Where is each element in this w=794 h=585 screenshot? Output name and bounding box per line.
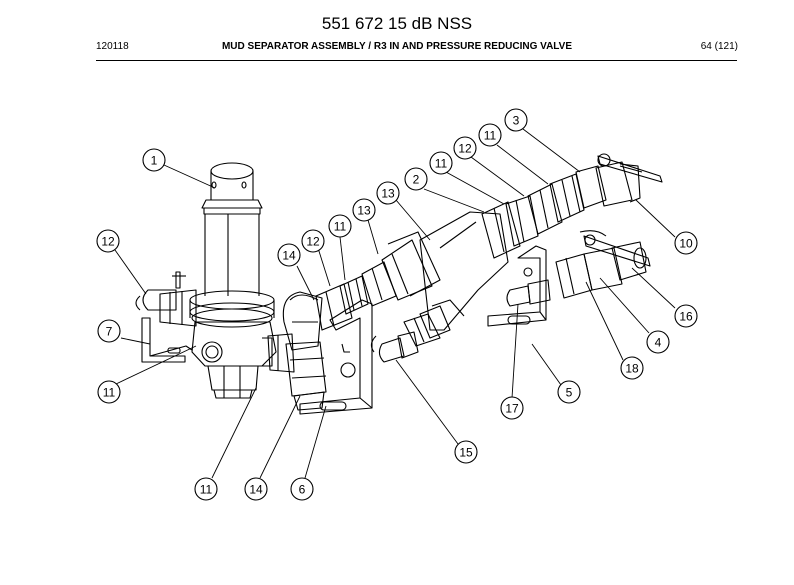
callout-circle: [328, 214, 352, 238]
callout-label: 14: [249, 482, 263, 496]
callout-circle: [454, 440, 478, 464]
callout-10: 10: [674, 231, 698, 255]
callout-circle: [277, 243, 301, 267]
callout-label: 5: [566, 385, 573, 399]
callout-18: 18: [620, 356, 644, 380]
page-title: 551 672 15 dB NSS: [321, 14, 473, 33]
callout-label: 16: [679, 309, 693, 323]
hose-nipple-15: [370, 331, 419, 363]
callout-circle: [674, 231, 698, 255]
callout-5: 5: [557, 380, 581, 404]
callout-13: 13: [352, 198, 376, 222]
callout-label: 12: [458, 141, 472, 155]
pipe-run-right: [481, 165, 607, 259]
ball-valve-top: [595, 153, 663, 207]
callout-3: 3: [504, 108, 528, 132]
callout-circle: [674, 304, 698, 328]
callout-circle: [500, 396, 524, 420]
callout-label: 11: [334, 219, 347, 233]
callout-circle: [290, 477, 314, 501]
ball-valve-lower: [555, 230, 651, 299]
callout-16: 16: [674, 304, 698, 328]
mud-separator-body: [403, 211, 509, 347]
callout-17: 17: [500, 396, 524, 420]
callout-label: 17: [505, 401, 519, 415]
callout-label: 18: [625, 361, 639, 375]
callout-11: 11: [478, 123, 502, 147]
callout-label: 12: [101, 234, 115, 248]
callout-circle: [376, 181, 400, 205]
callout-circle: [620, 356, 644, 380]
callout-1: 1: [142, 148, 166, 172]
callout-4: 4: [646, 330, 670, 354]
callout-15: 15: [454, 440, 478, 464]
callout-group: 1 12 7 11 11 14 6 14 12 11 13 13 2 11 12 11 3 10 16 4 18 5 17 1…: [96, 108, 698, 501]
callout-6: 6: [290, 477, 314, 501]
callout-14: 14: [277, 243, 301, 267]
callout-label: 13: [381, 186, 395, 200]
callout-7: 7: [97, 319, 121, 343]
callout-13: 13: [376, 181, 400, 205]
callout-2: 2: [404, 167, 428, 191]
elbow-fitting: [282, 291, 327, 411]
hose-nipple-17: [506, 279, 551, 307]
callout-label: 11: [200, 482, 213, 496]
callout-circle: [453, 136, 477, 160]
callout-circle: [646, 330, 670, 354]
callout-circle: [404, 167, 428, 191]
callout-label: 6: [299, 482, 306, 496]
callout-circle: [429, 151, 453, 175]
callout-label: 14: [282, 248, 296, 262]
callout-label: 11: [484, 128, 497, 142]
callout-14: 14: [244, 477, 268, 501]
callout-label: 11: [103, 385, 116, 399]
callout-circle: [504, 108, 528, 132]
page-number: 64 (121): [700, 41, 738, 52]
callout-circle: [478, 123, 502, 147]
callout-11: 11: [328, 214, 352, 238]
callout-12: 12: [96, 229, 120, 253]
pipe-run-left: [315, 231, 441, 331]
callout-label: 3: [513, 113, 520, 127]
callout-label: 15: [459, 445, 473, 459]
callout-11: 11: [429, 151, 453, 175]
callout-12: 12: [453, 136, 477, 160]
leader-lines: [114, 128, 676, 479]
callout-circle: [97, 380, 121, 404]
callout-circle: [244, 477, 268, 501]
callout-label: 12: [306, 234, 320, 248]
bracket-middle: [299, 299, 373, 415]
callout-circle: [301, 229, 325, 253]
callout-label: 2: [413, 172, 420, 186]
callout-circle: [97, 319, 121, 343]
section-subtitle: MUD SEPARATOR ASSEMBLY / R3 IN AND PRESS…: [221, 41, 573, 52]
callout-label: 10: [679, 236, 693, 250]
document-number: 120118: [96, 41, 129, 52]
callout-circle: [352, 198, 376, 222]
header-rule: [96, 60, 737, 61]
callout-12: 12: [301, 229, 325, 253]
callout-circle: [194, 477, 218, 501]
bracket-right: [487, 245, 547, 327]
callout-circle: [96, 229, 120, 253]
callout-label: 7: [106, 324, 113, 338]
callout-label: 13: [357, 203, 371, 217]
callout-label: 1: [151, 153, 158, 167]
callout-circle: [142, 148, 166, 172]
callout-label: 11: [435, 156, 448, 170]
callout-label: 4: [655, 335, 662, 349]
callout-11: 11: [194, 477, 218, 501]
callout-circle: [557, 380, 581, 404]
callout-11: 11: [97, 380, 121, 404]
